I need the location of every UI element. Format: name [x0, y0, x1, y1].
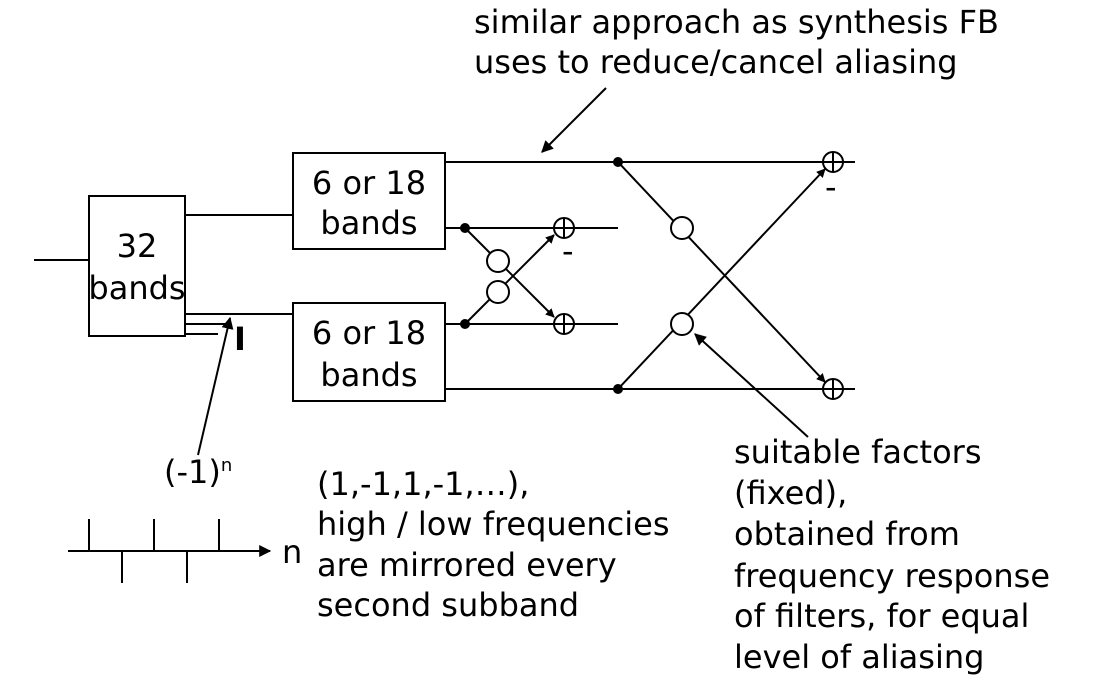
outer-factor-lower: [670, 312, 694, 336]
block-upper-label-2: bands: [320, 204, 417, 242]
mirror-note-line3: are mirrored every: [317, 546, 617, 584]
mirror-note-line1: (1,-1,1,-1,…),: [317, 465, 529, 503]
mirror-note-line4: second subband: [317, 586, 579, 624]
inner-adder-upper: [553, 217, 575, 239]
outer-adder-lower: [822, 378, 844, 400]
axis-label-n: n: [282, 533, 302, 571]
minus-outer: -: [825, 168, 837, 206]
annotation-top-line1: similar approach as synthesis FB: [474, 3, 999, 41]
inner-cross-up: [464, 234, 555, 325]
outer-cross-down: [617, 161, 826, 383]
factors-note-line5: of filters, for equal: [734, 597, 1029, 635]
sign-label-exponent: n: [221, 455, 232, 476]
inner-cross-down: [464, 227, 555, 318]
annotation-top-arrow: [541, 87, 607, 153]
outer-factor-upper: [670, 216, 694, 240]
block-lower-label-2: bands: [320, 356, 417, 394]
minus-inner: -: [562, 232, 574, 270]
block-32-label-1: 32: [117, 227, 158, 265]
block-lower-bands: [292, 302, 446, 402]
mirror-note-line2: high / low frequencies: [317, 505, 670, 543]
block-lower-label-1: 6 or 18: [312, 314, 426, 352]
annotation-top-line2: uses to reduce/cancel aliasing: [474, 43, 958, 81]
block-upper-label-1: 6 or 18: [312, 164, 426, 202]
factors-note-line2: (fixed),: [734, 474, 847, 512]
factors-arrow: [694, 333, 809, 438]
inner-adder-lower: [553, 313, 575, 335]
outer-cross-up: [617, 168, 826, 390]
block-32-bands: [88, 195, 186, 337]
inner-factor-upper: [486, 249, 510, 273]
factors-note-line4: frequency response: [734, 557, 1050, 595]
block-upper-bands: [292, 152, 446, 250]
sign-label-base: (-1): [164, 453, 221, 491]
block-32-label-2: bands: [88, 269, 185, 307]
factors-note-line1: suitable factors: [734, 433, 981, 471]
label-i: I: [234, 320, 246, 358]
factors-note-line6: level of aliasing: [734, 638, 984, 676]
factors-note-line3: obtained from: [734, 515, 960, 553]
sign-label: (-1)n: [164, 453, 232, 491]
sign-arrow: [197, 316, 234, 456]
outer-adder-upper: [822, 151, 844, 173]
inner-factor-lower: [486, 280, 510, 304]
